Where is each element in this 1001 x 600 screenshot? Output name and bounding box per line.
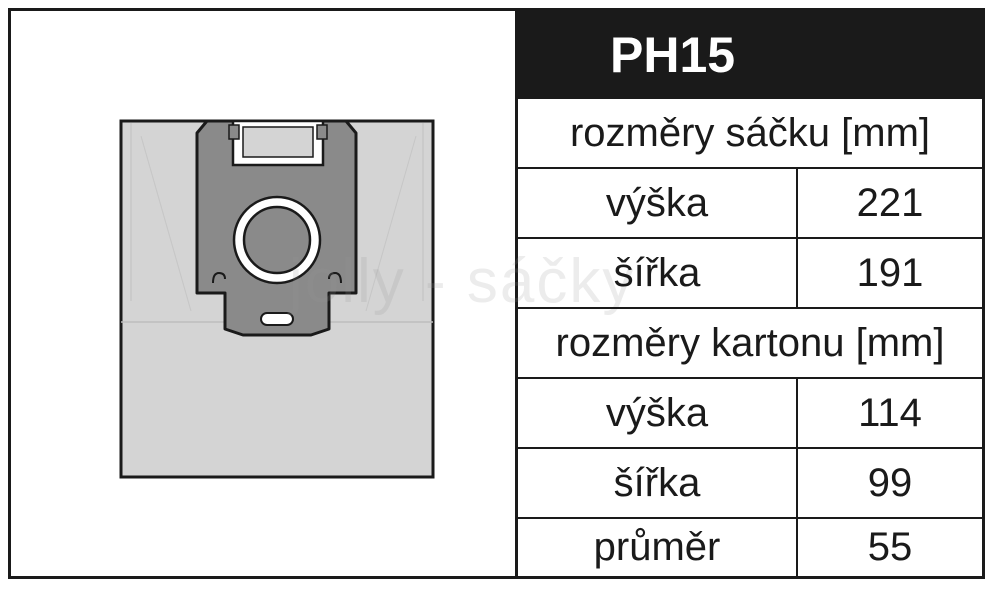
box-height-label: výška xyxy=(518,379,798,447)
bag-height-row: výška 221 xyxy=(518,167,982,237)
box-diameter-value: 55 xyxy=(867,525,913,569)
box-dimensions-title: rozměry kartonu [mm] xyxy=(555,321,945,365)
bag-height-label: výška xyxy=(518,169,798,237)
box-dimensions-header: rozměry kartonu [mm] xyxy=(518,307,982,377)
product-card: jolly - sáčky PH15 rozměry sáčku [mm] vý… xyxy=(8,8,985,579)
box-width-value: 99 xyxy=(867,461,913,505)
watermark: jolly - sáčky xyxy=(289,247,636,316)
bag-width-value: 191 xyxy=(856,251,924,295)
bag-width-row: šířka 191 xyxy=(518,237,982,307)
vacuum-bag-icon xyxy=(119,119,435,479)
bag-width-label: šířka xyxy=(518,239,798,307)
bag-dimensions-header: rozměry sáčku [mm] xyxy=(518,97,982,167)
title-bar: PH15 xyxy=(518,11,982,97)
image-panel: jolly - sáčky xyxy=(11,11,633,576)
box-width-label: šířka xyxy=(518,449,798,517)
box-diameter-label: průměr xyxy=(518,519,798,576)
box-height-value: 114 xyxy=(858,391,922,435)
box-width-row: šířka 99 xyxy=(518,447,982,517)
bag-height-value: 221 xyxy=(856,181,924,225)
box-height-row: výška 114 xyxy=(518,377,982,447)
box-diameter-row: průměr 55 xyxy=(518,517,982,576)
bag-dimensions-title: rozměry sáčku [mm] xyxy=(569,111,931,155)
product-code: PH15 xyxy=(610,27,736,83)
spec-table: PH15 rozměry sáčku [mm] výška 221 šířka … xyxy=(518,11,982,576)
